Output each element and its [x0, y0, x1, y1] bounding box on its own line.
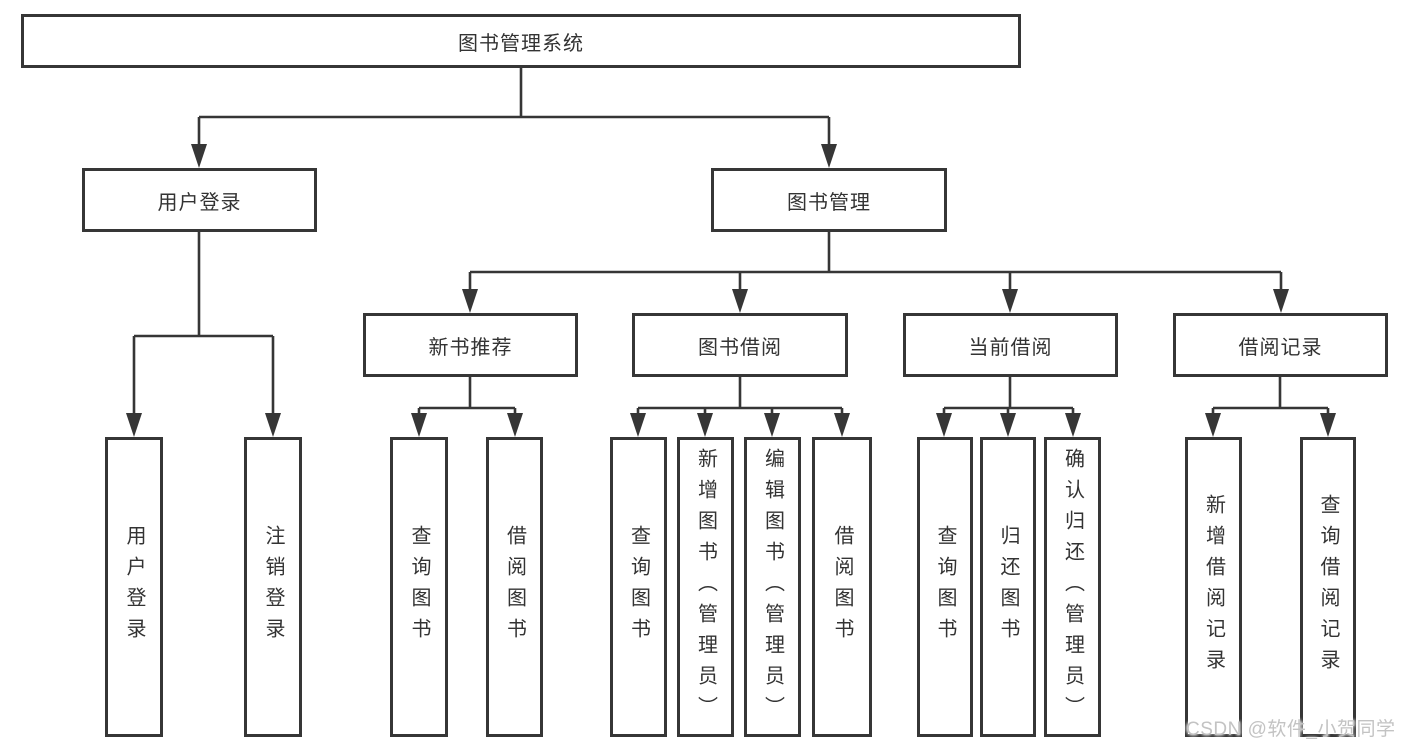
leaf-borrow-books-recommend: 借阅图书 [486, 437, 543, 737]
leaf-query-books-recommend: 查询图书 [390, 437, 448, 737]
leaf-label: 用户登录 [123, 525, 145, 649]
leaf-label: 查询图书 [627, 525, 650, 649]
leaf-label: 编辑图书（管理员） [761, 447, 784, 727]
leaf-label: 查询借阅记录 [1317, 494, 1339, 680]
node-library-system: 图书管理系统 [21, 14, 1021, 68]
leaf-label: 新增借阅记录 [1202, 494, 1225, 680]
leaf-label: 确认归还（管理员） [1061, 447, 1084, 727]
leaf-label: 新增图书（管理员） [694, 447, 717, 727]
leaf-borrow-books: 借阅图书 [812, 437, 872, 737]
node-book-borrow: 图书借阅 [632, 313, 848, 377]
leaf-confirm-return-admin: 确认归还（管理员） [1044, 437, 1101, 737]
leaf-query-books-borrow: 查询图书 [610, 437, 667, 737]
leaf-add-book-admin: 新增图书（管理员） [677, 437, 734, 737]
node-book-management: 图书管理 [711, 168, 947, 232]
node-user-login: 用户登录 [82, 168, 317, 232]
node-borrow-record: 借阅记录 [1173, 313, 1388, 377]
csdn-watermark: CSDN @软件_小贺同学 [1186, 719, 1396, 740]
leaf-return-books: 归还图书 [980, 437, 1036, 737]
leaf-user-login: 用户登录 [105, 437, 163, 737]
node-current-borrow: 当前借阅 [903, 313, 1118, 377]
node-new-book-recommend: 新书推荐 [363, 313, 578, 377]
leaf-label: 查询图书 [408, 525, 430, 649]
leaf-query-borrow-record: 查询借阅记录 [1300, 437, 1356, 737]
leaf-add-borrow-record: 新增借阅记录 [1185, 437, 1242, 737]
leaf-label: 借阅图书 [831, 525, 853, 649]
arrowhead-icons [126, 144, 1336, 437]
leaf-query-books-current: 查询图书 [917, 437, 973, 737]
leaf-label: 查询图书 [934, 525, 956, 649]
leaf-logout: 注销登录 [244, 437, 302, 737]
leaf-label: 归还图书 [997, 525, 1019, 649]
leaf-label: 借阅图书 [503, 525, 526, 649]
leaf-label: 注销登录 [262, 525, 284, 649]
leaf-edit-book-admin: 编辑图书（管理员） [744, 437, 801, 737]
